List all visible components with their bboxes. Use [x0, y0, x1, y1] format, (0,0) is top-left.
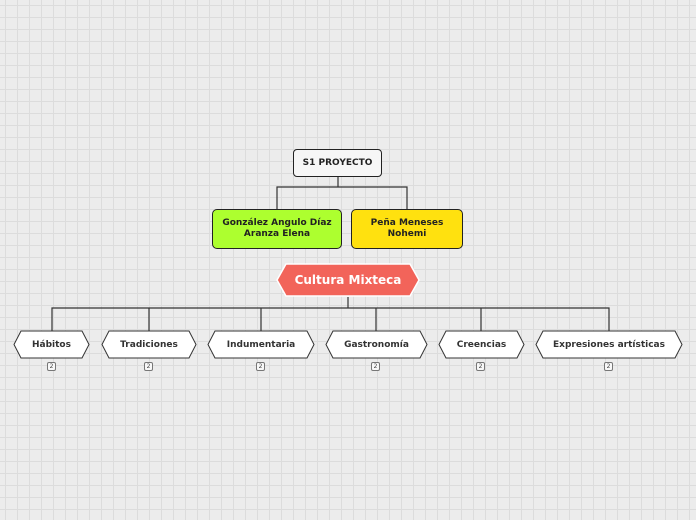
collapsed-count-badge[interactable]: 2 [371, 362, 380, 371]
project-node[interactable]: S1 PROYECTO [293, 149, 382, 177]
author-label: Peña Meneses Nohemi [370, 218, 444, 239]
branch-label: Hábitos [32, 339, 71, 350]
branch-node-expresiones-artisticas[interactable]: Expresiones artísticas [535, 330, 683, 359]
branch-label: Indumentaria [226, 339, 296, 350]
main-topic-shape [276, 263, 420, 297]
collapsed-count-badge[interactable]: 2 [144, 362, 153, 371]
collapsed-count-badge[interactable]: 2 [604, 362, 613, 371]
branch-node-tradiciones[interactable]: Tradiciones [101, 330, 197, 359]
branch-shape [101, 330, 197, 359]
connector-project-authors [276, 177, 408, 209]
branch-shape [438, 330, 525, 359]
author-node-2[interactable]: Peña Meneses Nohemi [351, 209, 463, 249]
connector-main-branches [51, 297, 610, 331]
branch-node-gastronomia[interactable]: Gastronomía [325, 330, 428, 359]
branch-node-habitos[interactable]: Hábitos [13, 330, 90, 359]
branch-shape [13, 330, 90, 359]
collapsed-count-badge[interactable]: 2 [47, 362, 56, 371]
branch-shape [535, 330, 683, 359]
branch-label: Tradiciones [120, 339, 178, 350]
collapsed-count-badge[interactable]: 2 [256, 362, 265, 371]
branch-shape [207, 330, 315, 359]
author-label: González Angulo Díaz Aranza Elena [222, 218, 332, 239]
branch-label: Expresiones artísticas [553, 339, 665, 350]
author-node-1[interactable]: González Angulo Díaz Aranza Elena [212, 209, 342, 249]
collapsed-count-badge[interactable]: 2 [476, 362, 485, 371]
main-topic-node[interactable]: Cultura Mixteca [276, 263, 420, 297]
branch-label: Gastronomía [344, 339, 409, 350]
branch-shape [325, 330, 428, 359]
project-label: S1 PROYECTO [302, 158, 373, 168]
branch-node-indumentaria[interactable]: Indumentaria [207, 330, 315, 359]
branch-label: Creencias [456, 339, 507, 350]
branch-node-creencias[interactable]: Creencias [438, 330, 525, 359]
main-topic-label: Cultura Mixteca [294, 273, 402, 287]
